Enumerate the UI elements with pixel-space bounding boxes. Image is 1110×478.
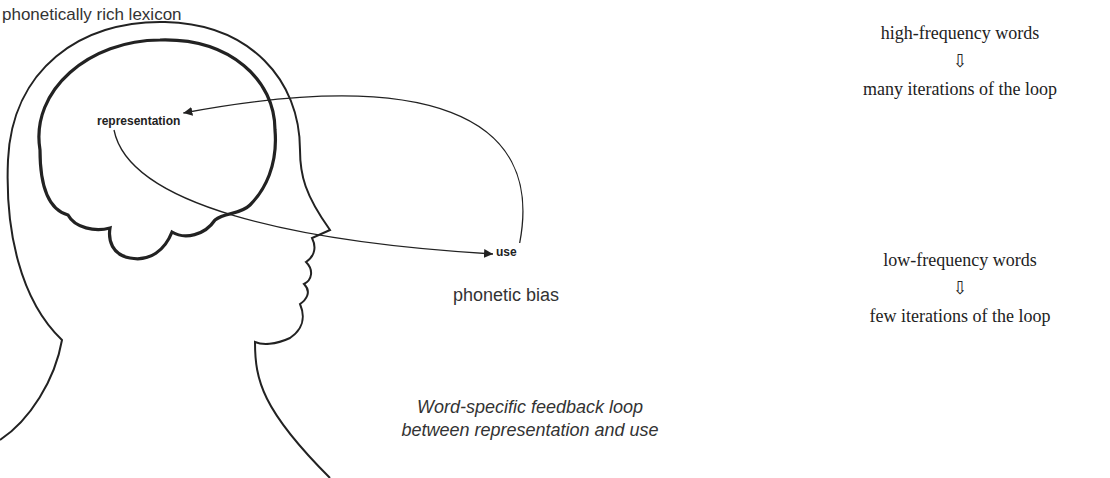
loop-node: use bbox=[493, 243, 520, 261]
feedback-arrow bbox=[114, 130, 493, 254]
result-label: few iterations of the loop bbox=[810, 305, 1110, 328]
loop-node: representation bbox=[94, 112, 183, 130]
feedback-arrow bbox=[183, 96, 523, 243]
head-outline bbox=[0, 22, 330, 478]
down-arrow: ⇩ bbox=[810, 50, 1110, 73]
node-text: use bbox=[496, 245, 517, 259]
brain-outline bbox=[39, 40, 276, 259]
result-label: many iterations of the loop bbox=[810, 78, 1110, 101]
heading-label: phonetically rich lexicon bbox=[2, 4, 302, 25]
node-text: representation bbox=[97, 114, 180, 128]
bias-label: phonetic bias bbox=[453, 284, 653, 307]
caption-note: Word-specific feedback loop between repr… bbox=[390, 396, 670, 441]
frequency-label: high-frequency words bbox=[810, 22, 1110, 45]
frequency-label: low-frequency words bbox=[810, 249, 1110, 272]
down-arrow: ⇩ bbox=[810, 277, 1110, 300]
